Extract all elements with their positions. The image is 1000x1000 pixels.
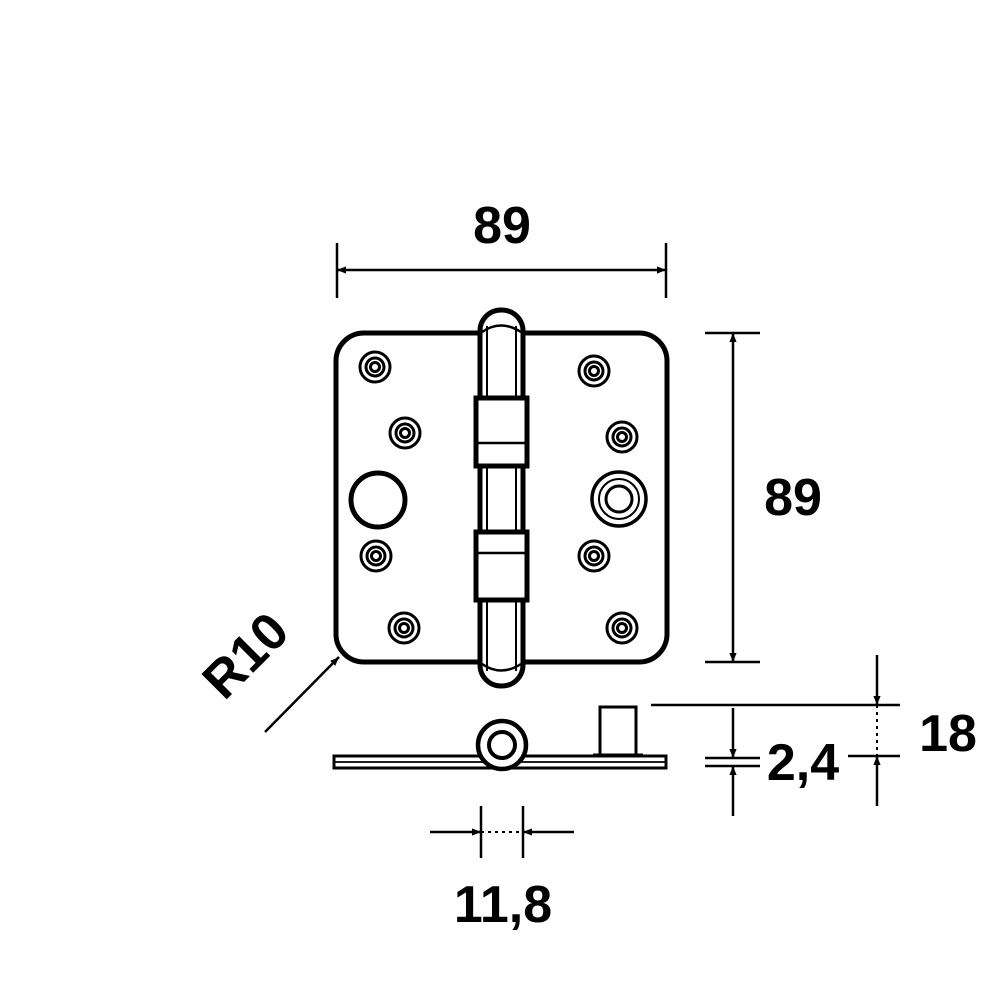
height-dimension bbox=[705, 331, 760, 664]
screw-hole bbox=[577, 354, 611, 388]
side-knuckle bbox=[475, 718, 529, 772]
security-pin bbox=[590, 470, 648, 528]
knuckle-dimension bbox=[430, 806, 574, 858]
height-label: 89 bbox=[764, 469, 822, 527]
screw-hole bbox=[358, 350, 392, 384]
security-pin-hole bbox=[348, 470, 408, 530]
depth-dimension bbox=[651, 655, 900, 806]
width-label: 89 bbox=[473, 197, 531, 255]
thickness-dimension bbox=[705, 708, 760, 816]
radius-callout bbox=[264, 656, 340, 733]
screw-hole bbox=[605, 420, 639, 454]
radius-label: R10 bbox=[192, 602, 300, 710]
side-security-pin bbox=[593, 705, 643, 757]
knuckle-label: 11,8 bbox=[454, 876, 552, 934]
screw-hole bbox=[359, 539, 393, 573]
screw-hole bbox=[605, 611, 639, 645]
hinge-side-view bbox=[332, 705, 668, 772]
screw-holes-left bbox=[348, 350, 422, 645]
width-dimension bbox=[335, 243, 668, 298]
thickness-label: 2,4 bbox=[767, 734, 839, 792]
screw-hole bbox=[577, 539, 611, 573]
depth-label: 18 bbox=[919, 705, 977, 763]
radius-leader bbox=[264, 656, 340, 733]
hinge-knuckle bbox=[473, 307, 530, 689]
bearing-segment-lower bbox=[473, 529, 530, 603]
screw-holes-right bbox=[577, 354, 648, 645]
bearing-segment-upper bbox=[473, 395, 530, 469]
hinge-front-view bbox=[333, 307, 670, 689]
screw-hole bbox=[388, 416, 422, 450]
screw-hole bbox=[387, 611, 421, 645]
